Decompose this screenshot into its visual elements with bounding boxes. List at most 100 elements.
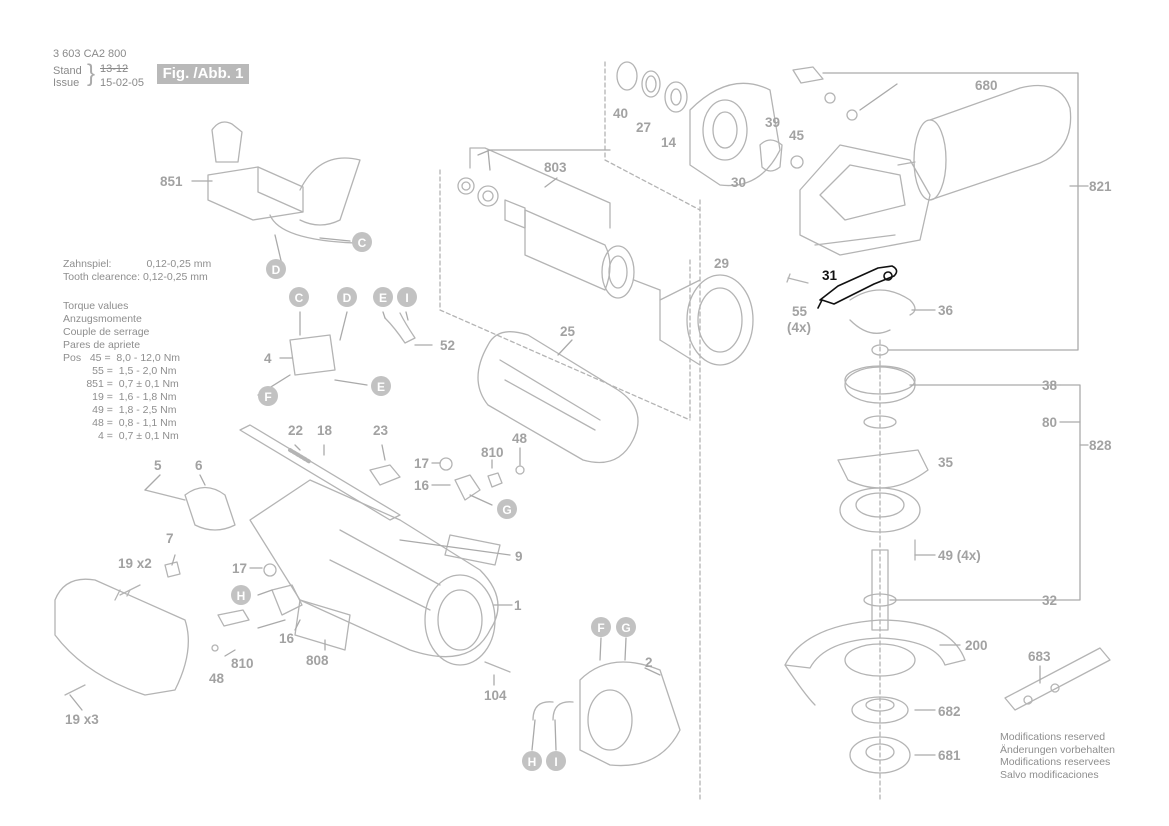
label-36: 36 (938, 303, 954, 318)
label-48-lower: 48 (209, 671, 225, 686)
connector-d: D (337, 287, 357, 307)
label-6: 6 (195, 458, 203, 473)
svg-text:I: I (405, 291, 408, 305)
label-32: 32 (1042, 593, 1057, 608)
torque-title: Couple de serrage (63, 326, 150, 338)
part-22-lever (239, 424, 401, 521)
svg-text:I: I (554, 755, 557, 769)
torque-title: Anzugsmomente (63, 313, 142, 325)
label-5: 5 (154, 458, 162, 473)
part-23-slider (369, 464, 401, 486)
part-30-flange (689, 82, 781, 187)
label-19-x2: 19 x2 (118, 556, 152, 571)
part-1-motor-housing (249, 479, 499, 666)
label-16-upper: 16 (414, 478, 430, 493)
label-40: 40 (613, 106, 628, 121)
label-683: 683 (1028, 649, 1051, 664)
parts-39-45 (759, 139, 804, 172)
label-680: 680 (975, 78, 998, 93)
torque-row: 48 = 0,8 - 1,1 Nm (63, 417, 177, 429)
mod-line: Salvo modificaciones (1000, 768, 1099, 781)
mod-line: Modifications reservees (1000, 756, 1111, 768)
connector-c: C (352, 232, 372, 252)
part-end-cap (54, 578, 189, 696)
torque-row: Pos 45 = 8,0 - 12,0 Nm (63, 352, 181, 364)
label-810-lower: 810 (231, 656, 254, 671)
label-25: 25 (560, 324, 576, 339)
connector-h: H (522, 751, 542, 771)
svg-text:C: C (295, 291, 304, 305)
part-52-clip (384, 312, 416, 344)
brace: } (87, 60, 96, 87)
torque-row: 49 = 1,8 - 2,5 Nm (63, 404, 177, 416)
svg-text:H: H (528, 755, 537, 769)
torque-title: Pares de apriete (63, 339, 141, 351)
svg-text:F: F (264, 390, 271, 404)
stand-label: Stand (53, 65, 82, 77)
label-27: 27 (636, 120, 651, 135)
stand-value: 13-12 (100, 63, 129, 75)
figure-label: Fig. /Abb. 1 (157, 64, 249, 84)
svg-text:H: H (237, 589, 246, 603)
modifications-note: Modifications reserved Änderungen vorbeh… (1000, 731, 1115, 781)
parts-55-36 (786, 273, 916, 334)
part-9-plate (444, 534, 501, 566)
parts-40-27-14-rings (616, 61, 688, 113)
label-38: 38 (1042, 378, 1058, 393)
parts-brush-holder-lower (211, 563, 303, 652)
label-200: 200 (965, 638, 988, 653)
connector-f: F (258, 386, 278, 406)
label-22: 22 (288, 423, 303, 438)
connector-h: H (231, 585, 251, 605)
label-45: 45 (789, 128, 805, 143)
torque-row: 55 = 1,5 - 2,0 Nm (63, 365, 177, 377)
label-808: 808 (306, 653, 329, 668)
connector-i: I (397, 287, 417, 307)
tooth-clearance-en: Tooth clearence: 0,12-0,25 mm (63, 271, 208, 283)
label-17-lower: 17 (232, 561, 247, 576)
parts-brush-holder-upper (439, 457, 525, 501)
label-821: 821 (1089, 179, 1112, 194)
torque-title: Torque values (63, 300, 129, 312)
part-851-switch (207, 121, 361, 244)
svg-text:D: D (272, 263, 281, 277)
part-number-labels: 851 4 52 803 40 27 14 39 45 30 680 821 2… (65, 78, 1112, 763)
label-16-lower: 16 (279, 631, 295, 646)
label-29: 29 (714, 256, 729, 271)
svg-text:G: G (621, 621, 630, 635)
label-2: 2 (645, 655, 653, 670)
label-18: 18 (317, 423, 333, 438)
label-39: 39 (765, 115, 780, 130)
label-30: 30 (731, 175, 746, 190)
connector-c: C (289, 287, 309, 307)
issue-date: 15-02-05 (100, 77, 145, 89)
part-808-plate (294, 599, 351, 651)
leader-lines (69, 72, 1089, 756)
label-48-upper: 48 (512, 431, 528, 446)
label-49-4x: 49 (4x) (938, 548, 981, 563)
label-80: 80 (1042, 415, 1057, 430)
label-23: 23 (373, 423, 389, 438)
svg-text:D: D (343, 291, 352, 305)
part-29-fan (659, 274, 754, 366)
wiring-connectors: C D C D E I F E G H F G H I (231, 232, 636, 771)
part-4-switch (289, 334, 336, 376)
label-7: 7 (166, 531, 174, 546)
label-803: 803 (544, 160, 567, 175)
doc-number: 3 603 CA2 800 (53, 48, 127, 60)
part-803-armature (457, 147, 661, 299)
part-680-handle (897, 84, 1072, 201)
parts-682-681 (849, 696, 911, 774)
svg-text:E: E (379, 291, 387, 305)
svg-text:G: G (502, 503, 511, 517)
label-681: 681 (938, 748, 961, 763)
torque-row: 4 = 0,7 ± 0,1 Nm (63, 430, 179, 442)
label-9: 9 (515, 549, 523, 564)
torque-row: 19 = 1,6 - 1,8 Nm (63, 391, 177, 403)
connector-f: F (591, 617, 611, 637)
label-810-upper: 810 (481, 445, 504, 460)
part-25-housing (477, 331, 639, 464)
svg-text:C: C (358, 236, 367, 250)
